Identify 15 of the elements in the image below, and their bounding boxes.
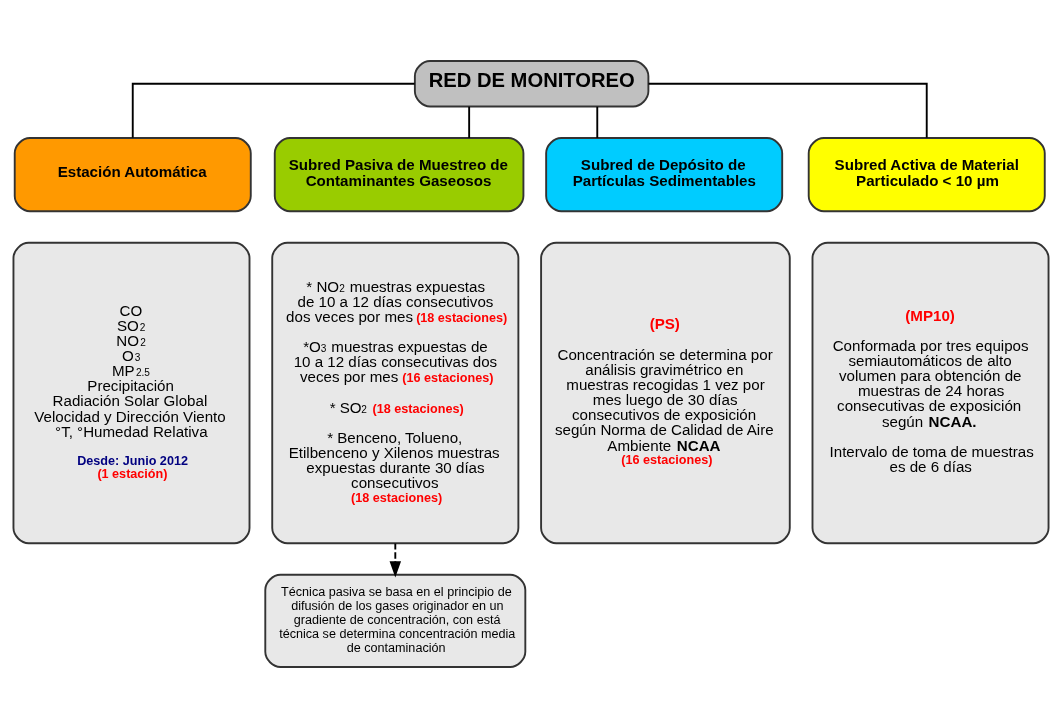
node-box: Subred de Depósito de Partículas Sedimentables <box>545 136 784 212</box>
node-box: RED DE MONITOREO <box>413 59 650 107</box>
node-box: Estación Automática <box>13 136 252 212</box>
node-box: CO SO2 NO2 O3 MP2.5 Precipitación Radiación Solar Global Velocidad y Dirección Viento °T, °Humedad Relativa Desde: Junio 2012 (1 estación) <box>12 241 251 544</box>
node-box: Técnica pasiva se basa en el principio de difusión de los gases originador en un gradiente de concentración, con está técnica se determina concentración media de contaminación <box>264 573 527 668</box>
connector <box>468 105 471 139</box>
connector <box>647 82 928 139</box>
node-box: * NO2 muestras expuestas de 10 a 12 días consecutivos dos veces por mes (18 estaciones) *O3 muestras expuestas de 10 a 12 días consecutivas dos veces por mes (16 estaciones) * SO2 (18 estaciones) * Benceno, Tolueno, Etilbenceno y Xilenos muestras expuestas durante 30 días consecutivos (18 estaciones) <box>271 241 520 544</box>
node-box: (PS) Concentración se determina por análisis gravimétrico en muestras recogidas 1 vez por mes luego de 30 días consecutivos de exposición según Norma de Calidad de Aire Ambiente NCAA (16 estaciones) <box>540 241 791 544</box>
connector <box>131 82 416 139</box>
node-box: Subred Pasiva de Muestreo de Contaminantes Gaseosos <box>273 136 525 212</box>
node-box: (MP10) Conformada por tres equipos semiautomáticos de alto volumen para obtención de muestras de 24 horas consecutivas de exposición según NCAA. Intervalo de toma de muestras es de 6 días <box>811 241 1050 544</box>
connector <box>596 105 599 139</box>
arrow <box>389 541 402 578</box>
node-box: Subred Activa de Material Particulado < 10 µm <box>807 136 1046 212</box>
